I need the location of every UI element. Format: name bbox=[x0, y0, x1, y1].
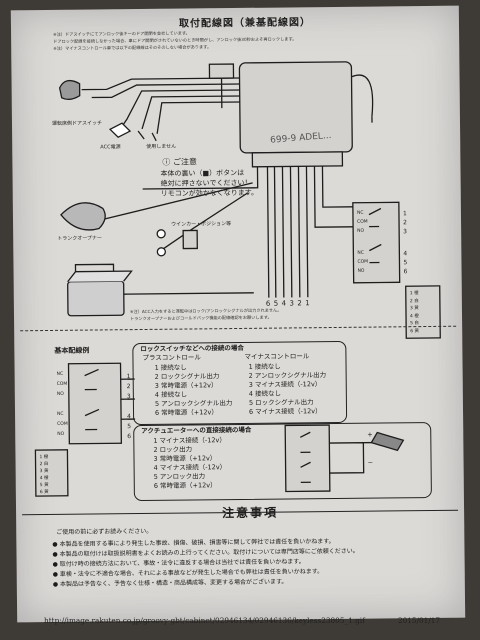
basic-num-2: 2 bbox=[126, 383, 131, 391]
relay-nc-2: NC bbox=[357, 250, 364, 256]
caution-section-title: 注意事項 bbox=[222, 505, 279, 521]
basic-num-6: 6 bbox=[127, 433, 132, 441]
relay-com-1: COM bbox=[357, 219, 368, 225]
relay-num-2: 2 bbox=[403, 219, 407, 227]
relay-num-5: 5 bbox=[403, 259, 408, 267]
basic-num-3: 3 bbox=[126, 393, 131, 401]
basic-nc-1: NC bbox=[56, 371, 64, 377]
relay-com-2: COM bbox=[357, 259, 369, 265]
basic-com-1: COM bbox=[56, 381, 68, 387]
actuator-row: 6 常時電源（+12v） bbox=[153, 481, 217, 490]
pin-numbers: 654321 bbox=[265, 299, 314, 308]
actuator-title: アクチュエーターへの直接接続の場合 bbox=[141, 425, 252, 436]
basic-no-2: NO bbox=[57, 431, 65, 437]
color-legend: 1 橙 2 白 3 黄 4 橙 5 白 6 黄 bbox=[409, 291, 420, 335]
minus-row: 6 マイナス接続（-12v） bbox=[248, 407, 322, 416]
relay-num-4: 4 bbox=[403, 250, 408, 258]
blinker-label: ウインカー・ポジション等 bbox=[171, 221, 232, 228]
relay-num-3: 3 bbox=[403, 228, 408, 236]
relay-nc-1: NC bbox=[356, 210, 364, 216]
unused-label: 使用しません bbox=[146, 143, 177, 150]
basic-wiring-title: 基本配線例 bbox=[54, 346, 90, 355]
plus-row: 6 常時電源（+12v） bbox=[154, 408, 218, 417]
relay-num-6: 6 bbox=[403, 268, 408, 276]
basic-num-4: 4 bbox=[127, 413, 131, 421]
basic-num-1: 1 bbox=[126, 373, 131, 381]
basic-num-5: 5 bbox=[127, 423, 132, 431]
basic-com-2: COM bbox=[57, 421, 68, 427]
basic-nc-2: NC bbox=[57, 411, 64, 417]
footer-date: 2015/01/17 bbox=[398, 616, 441, 625]
caution-mini-title: ⓘ ご注意 bbox=[162, 157, 197, 167]
relay-no-2: NO bbox=[357, 268, 365, 274]
paper-sheet: 取付配線図（兼基配線図） ※注）ドアスイッチにてアンロック後キーのドア開閉を会社… bbox=[10, 5, 466, 623]
caution-mini-line-3: リモコンが効かなくなります。 bbox=[160, 188, 259, 198]
basic-no-1: NO bbox=[56, 391, 64, 397]
relay-no-1: NO bbox=[357, 228, 365, 234]
door-switch-label: 運転席側ドアスイッチ bbox=[51, 120, 103, 127]
wiring-diagram bbox=[34, 61, 441, 497]
plus-header: プラスコントロール bbox=[142, 353, 201, 363]
trunk-label: トランクオープナー bbox=[57, 235, 102, 242]
plus-sign: + bbox=[367, 430, 373, 439]
acc-label: ACC電源 bbox=[100, 144, 121, 151]
caution-line-0: ご使用の前に必ずお読みください。 bbox=[56, 527, 153, 536]
info-icon: ⓘ bbox=[162, 157, 171, 167]
minus-sign: − bbox=[367, 458, 374, 467]
minus-header: マイナスコントロール bbox=[244, 352, 310, 361]
color-legend-bottom: 1 橙 2 白 3 黄 4 橙 5 黄 6 黄 bbox=[39, 454, 49, 496]
relay-num-1: 1 bbox=[402, 210, 407, 218]
footer-url: http://image.rakuten.co.jp/groovy-gbt/ca… bbox=[44, 616, 365, 625]
